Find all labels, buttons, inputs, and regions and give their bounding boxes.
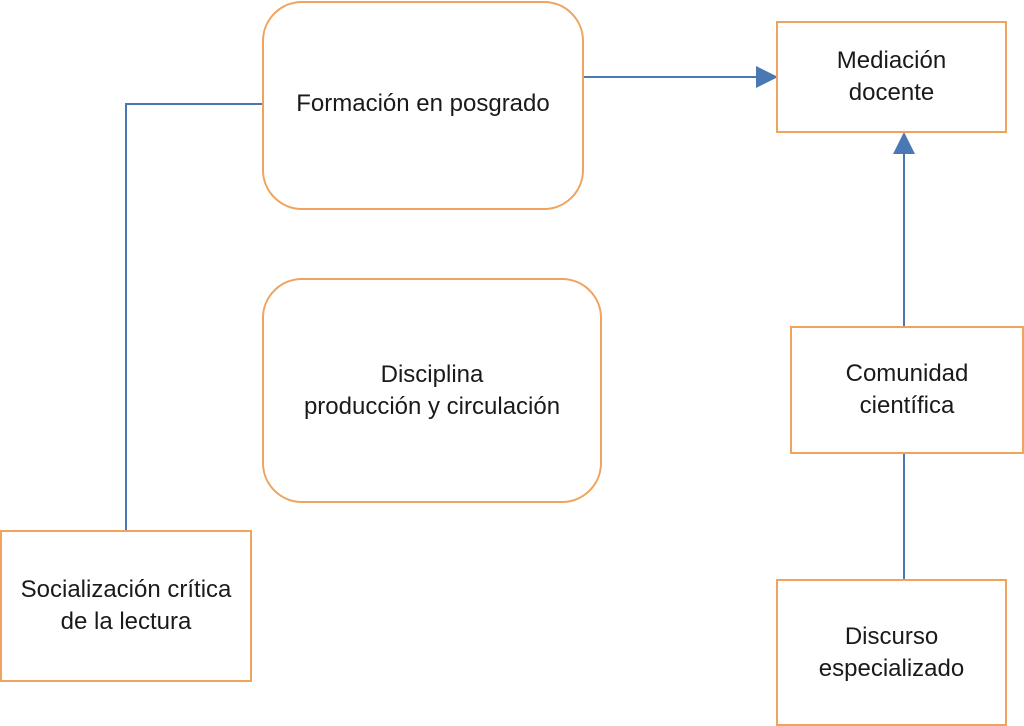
node-formacion-en-posgrado: Formación en posgrado bbox=[262, 1, 584, 210]
node-label: especializado bbox=[818, 654, 965, 682]
node-label: Disciplina bbox=[380, 360, 484, 388]
node-disciplina: Disciplina producción y circulación bbox=[262, 278, 602, 503]
node-label: científica bbox=[859, 392, 955, 419]
node-label: producción y circulación bbox=[303, 392, 561, 420]
node-label: de la lectura bbox=[60, 608, 192, 635]
node-label: Comunidad bbox=[845, 360, 969, 387]
node-label: Discurso bbox=[844, 622, 939, 650]
edge-socializacion-formacion bbox=[125, 103, 262, 530]
node-label: Socialización crítica bbox=[20, 576, 232, 603]
node-label: Mediación bbox=[836, 47, 947, 74]
node-label: docente bbox=[848, 79, 935, 106]
node-label: Formación en posgrado bbox=[296, 89, 550, 117]
node-discurso-especializado: Discurso especializado bbox=[776, 579, 1007, 726]
node-comunidad-cientifica: Comunidad científica bbox=[790, 326, 1024, 454]
node-mediacion-docente: Mediación docente bbox=[776, 21, 1007, 133]
node-socializacion-critica: Socialización crítica de la lectura bbox=[0, 530, 252, 682]
